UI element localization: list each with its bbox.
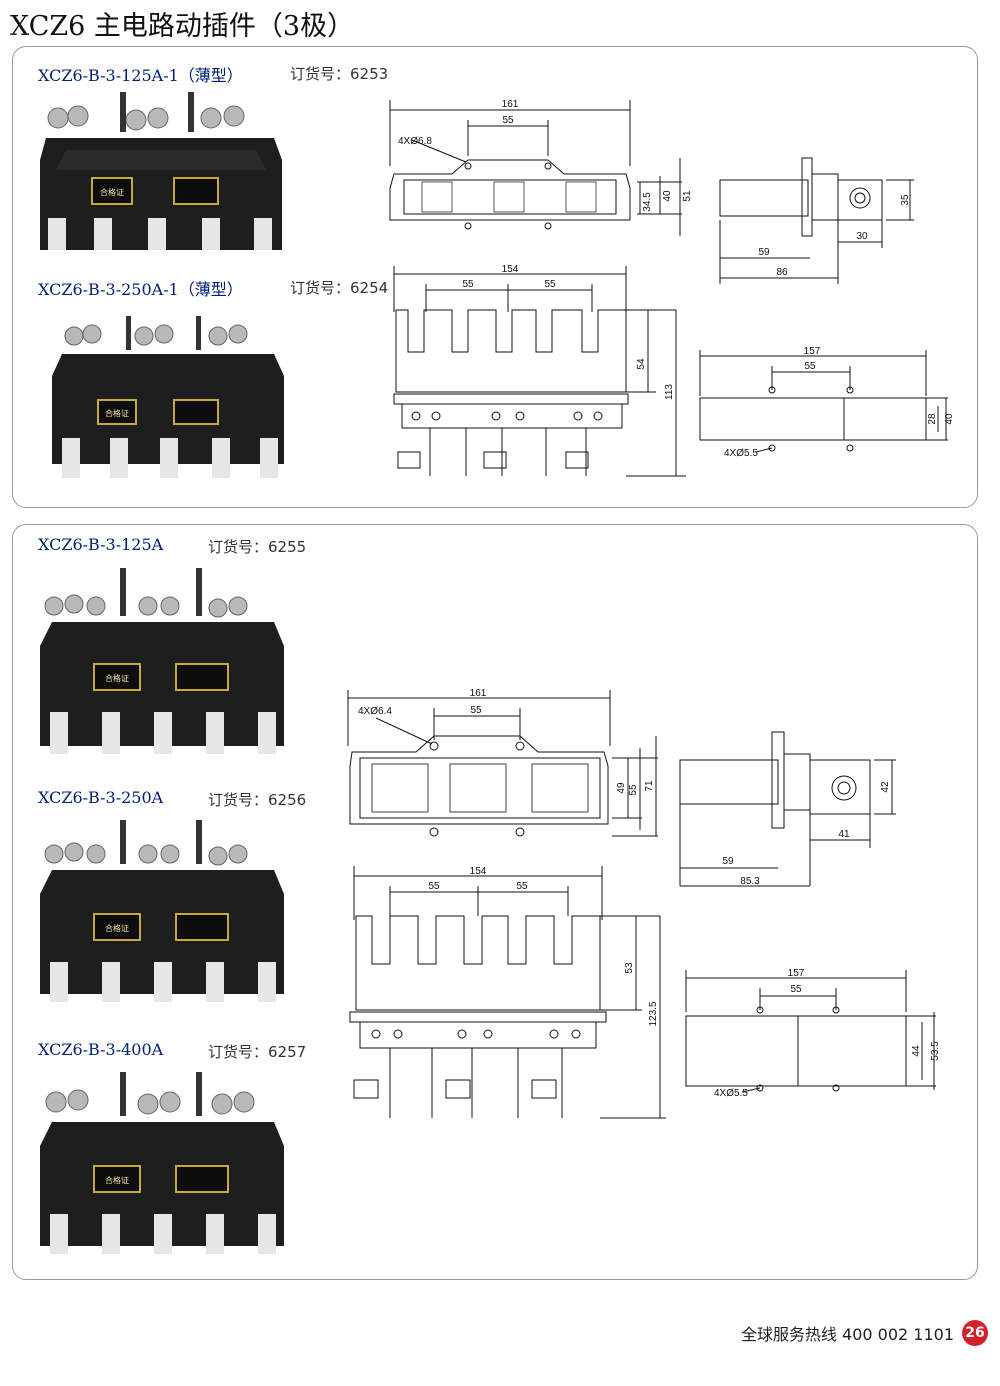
product-model: XCZ6-B-3-125A-1（薄型） bbox=[38, 66, 243, 85]
dimension-drawing-top: 161 55 4XØ6.4 49 55 71 bbox=[347, 688, 658, 837]
dim-side-a: 59 bbox=[722, 856, 734, 867]
dim-pitch: 55 bbox=[428, 881, 440, 892]
dim-h2: 53.5 bbox=[930, 1041, 941, 1061]
dim-h2: 55 bbox=[628, 784, 639, 796]
cert-label: 合格证 bbox=[105, 673, 129, 683]
dimension-drawing-side: 59 86 30 35 bbox=[719, 157, 914, 284]
dim-h3: 51 bbox=[682, 190, 693, 202]
dim-width: 157 bbox=[788, 968, 805, 979]
dim-hole: 4XØ6.4 bbox=[358, 706, 392, 717]
cert-label: 合格证 bbox=[105, 408, 129, 418]
dim-h2: 40 bbox=[662, 190, 673, 202]
cert-label: 合格证 bbox=[105, 1175, 129, 1185]
dim-h3: 71 bbox=[644, 780, 655, 792]
dim-pitch: 55 bbox=[544, 279, 556, 290]
dim-pitch: 55 bbox=[470, 705, 482, 716]
dim-width: 154 bbox=[470, 866, 487, 877]
dimension-drawing-plan: 157 55 44 53.5 4XØ5.5 bbox=[685, 968, 941, 1099]
product-photo: 合格证 bbox=[40, 1072, 284, 1254]
dim-pitch: 55 bbox=[462, 279, 474, 290]
dimension-drawing-front: 154 55 55 53 123.5 bbox=[349, 866, 666, 1119]
dim-width: 161 bbox=[470, 688, 487, 699]
product-photo: 合格证 bbox=[40, 820, 284, 1002]
product-model: XCZ6-B-3-250A-1（薄型） bbox=[38, 280, 243, 299]
dim-hole: 4XØ5.5 bbox=[724, 448, 758, 459]
order-number: 订货号：6254 bbox=[290, 279, 389, 297]
dim-h2: 123.5 bbox=[648, 1001, 659, 1026]
dim-h1: 53 bbox=[624, 962, 635, 974]
dim-pitch: 55 bbox=[516, 881, 528, 892]
dim-hole: 4XØ6.8 bbox=[398, 136, 432, 147]
dim-width: 154 bbox=[502, 264, 519, 275]
service-hotline: 全球服务热线 400 002 1101 bbox=[740, 1325, 954, 1344]
cert-label: 合格证 bbox=[105, 923, 129, 933]
dim-side-c: 30 bbox=[856, 231, 868, 242]
cert-label: 合格证 bbox=[100, 187, 124, 197]
product-model: XCZ6-B-3-250A bbox=[38, 788, 164, 807]
dim-side-a: 59 bbox=[758, 247, 770, 258]
product-photo: 合格证 bbox=[40, 568, 284, 754]
dim-h1: 44 bbox=[911, 1045, 922, 1057]
product-photo: 合格证 bbox=[40, 92, 282, 250]
dim-h1: 49 bbox=[616, 782, 627, 794]
product-model: XCZ6-B-3-125A bbox=[38, 535, 164, 554]
dim-width: 157 bbox=[804, 346, 821, 357]
order-number: 订货号：6253 bbox=[290, 65, 389, 83]
dim-pitch: 55 bbox=[804, 361, 816, 372]
page-number: 26 bbox=[962, 1320, 988, 1346]
product-model: XCZ6-B-3-400A bbox=[38, 1040, 164, 1059]
product-photo: 合格证 bbox=[52, 316, 284, 478]
dim-side-b: 86 bbox=[776, 267, 788, 278]
dim-side-b: 85.3 bbox=[740, 876, 760, 887]
dimension-drawing-top: 161 55 4XØ6.8 34.5 40 51 bbox=[389, 99, 693, 236]
dim-side-h: 35 bbox=[900, 194, 911, 206]
order-number: 订货号：6256 bbox=[208, 791, 307, 809]
order-number: 订货号：6255 bbox=[208, 538, 307, 556]
dim-hole: 4XØ5.5 bbox=[714, 1088, 748, 1099]
dim-h1: 54 bbox=[636, 358, 647, 370]
dim-side-c: 41 bbox=[838, 829, 850, 840]
dim-width: 161 bbox=[502, 99, 519, 110]
order-number: 订货号：6257 bbox=[208, 1043, 307, 1061]
dimension-drawing-front: 154 55 55 54 113 bbox=[393, 264, 686, 477]
dim-pitch: 55 bbox=[790, 984, 802, 995]
dim-pitch: 55 bbox=[502, 115, 514, 126]
dimension-drawing-plan: 157 55 28 40 4XØ5.5 bbox=[699, 346, 954, 459]
page-title: XCZ6 主电路动插件（3极） bbox=[10, 11, 355, 42]
dimension-drawing-side: 59 85.3 41 42 bbox=[679, 731, 896, 887]
footer: 全球服务热线 400 002 1101 26 bbox=[741, 1320, 988, 1346]
dim-h1: 34.5 bbox=[642, 192, 653, 212]
dim-h2: 40 bbox=[944, 413, 954, 425]
dim-h2: 113 bbox=[664, 384, 675, 400]
dim-side-h: 42 bbox=[880, 781, 891, 793]
dim-h1: 28 bbox=[927, 413, 938, 425]
